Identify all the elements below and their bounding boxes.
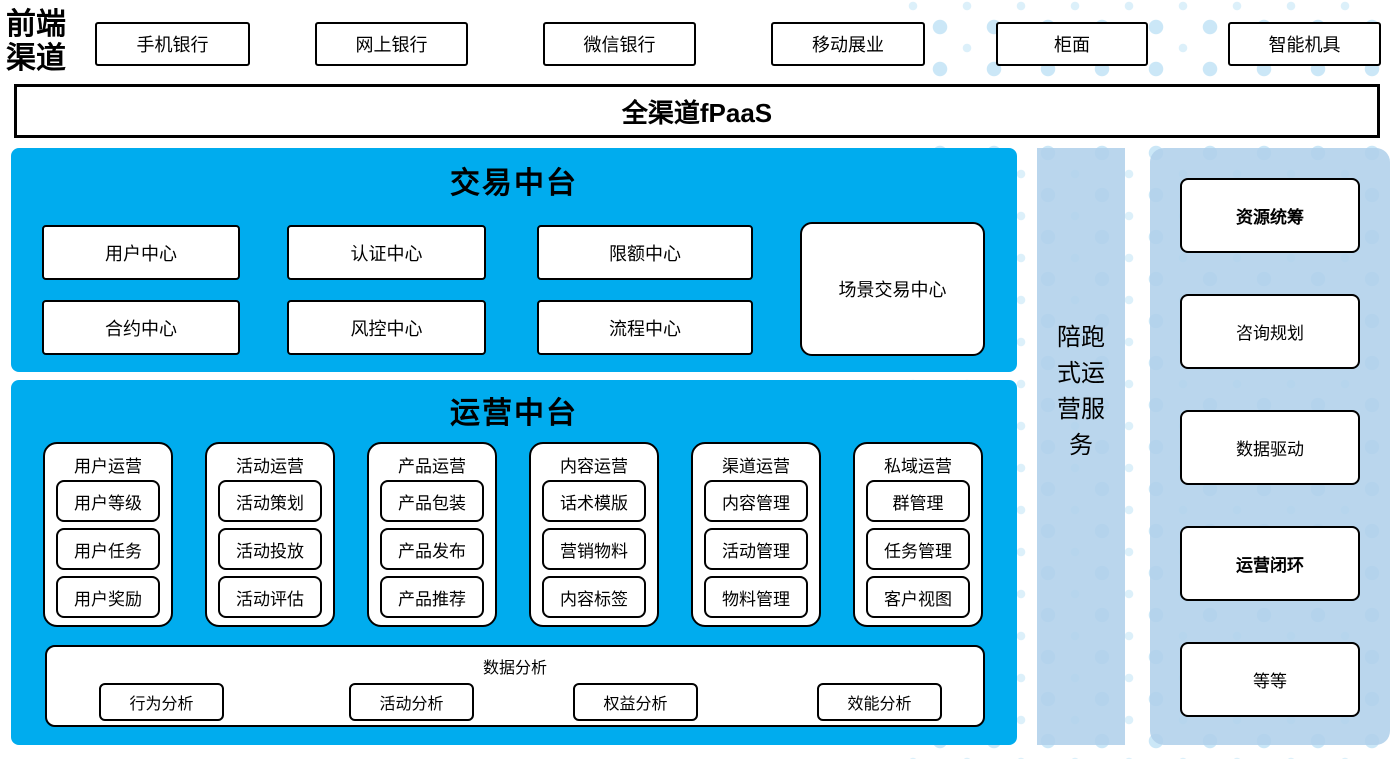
data-analysis-title: 数据分析: [482, 660, 547, 677]
center-box-auth: 认证中心: [287, 225, 486, 280]
center-box-scene-transaction: 场景交易中心: [800, 222, 985, 356]
ops-column-header: 渠道运营: [722, 457, 790, 476]
operations-platform-title: 运营中台: [450, 396, 578, 431]
analysis-item-rights: 权益分析: [573, 683, 698, 721]
transaction-platform-panel: 交易中台 用户中心 认证中心 限额中心 合约中心 风控中心 流程中心 场景交易中…: [11, 148, 1017, 372]
ops-column-header: 内容运营: [560, 457, 628, 476]
analysis-item-efficiency: 效能分析: [817, 683, 942, 721]
ops-column-private-domain: 私域运营 群管理 任务管理 客户视图: [853, 442, 983, 627]
ops-item: 用户等级: [56, 480, 160, 522]
ops-item: 话术模版: [542, 480, 646, 522]
ops-column-header: 产品运营: [398, 457, 466, 476]
ops-column-header: 用户运营: [74, 457, 142, 476]
center-box-process: 流程中心: [537, 300, 753, 355]
ops-column-user: 用户运营 用户等级 用户任务 用户奖励: [43, 442, 173, 627]
center-box-user: 用户中心: [42, 225, 240, 280]
center-box-risk: 风控中心: [287, 300, 486, 355]
ops-item: 活动策划: [218, 480, 322, 522]
channel-box-mobile-banking: 手机银行: [95, 22, 250, 66]
ops-column-content: 内容运营 话术模版 营销物料 内容标签: [529, 442, 659, 627]
analysis-item-behavior: 行为分析: [99, 683, 224, 721]
ops-column-product: 产品运营 产品包装 产品发布 产品推荐: [367, 442, 497, 627]
ops-item: 内容标签: [542, 576, 646, 618]
channel-box-smart-devices: 智能机具: [1228, 22, 1381, 66]
channel-box-online-banking: 网上银行: [315, 22, 468, 66]
ops-item: 内容管理: [704, 480, 808, 522]
center-box-limit: 限额中心: [537, 225, 753, 280]
ops-item: 产品包装: [380, 480, 484, 522]
right-item-etc: 等等: [1180, 642, 1360, 717]
center-box-contract: 合约中心: [42, 300, 240, 355]
right-item-consulting: 咨询规划: [1180, 294, 1360, 369]
transaction-platform-title: 交易中台: [450, 166, 578, 201]
fpaas-bar: 全渠道fPaaS: [14, 84, 1380, 138]
right-item-ops-loop: 运营闭环: [1180, 526, 1360, 601]
right-service-panel: 资源统筹 咨询规划 数据驱动 运营闭环 等等: [1150, 148, 1390, 745]
ops-item: 活动投放: [218, 528, 322, 570]
ops-item: 用户任务: [56, 528, 160, 570]
ops-item: 活动评估: [218, 576, 322, 618]
front-channels-label: 前端渠道: [6, 7, 66, 76]
channel-box-counter: 柜面: [996, 22, 1148, 66]
ops-item: 群管理: [866, 480, 970, 522]
ops-item: 产品发布: [380, 528, 484, 570]
side-service-bar: 陪跑式运营服务: [1037, 148, 1125, 745]
ops-item: 活动管理: [704, 528, 808, 570]
ops-item: 用户奖励: [56, 576, 160, 618]
ops-column-activity: 活动运营 活动策划 活动投放 活动评估: [205, 442, 335, 627]
right-item-resource-planning: 资源统筹: [1180, 178, 1360, 253]
ops-column-header: 私域运营: [884, 457, 952, 476]
channel-box-wechat-banking: 微信银行: [543, 22, 696, 66]
analysis-item-activity: 活动分析: [349, 683, 474, 721]
right-item-data-driven: 数据驱动: [1180, 410, 1360, 485]
ops-item: 物料管理: [704, 576, 808, 618]
ops-column-channel: 渠道运营 内容管理 活动管理 物料管理: [691, 442, 821, 627]
data-analysis-bar: 数据分析 行为分析 活动分析 权益分析 效能分析: [45, 645, 985, 727]
operations-platform-panel: 运营中台 用户运营 用户等级 用户任务 用户奖励 活动运营 活动策划 活动投放 …: [11, 380, 1017, 745]
ops-item: 产品推荐: [380, 576, 484, 618]
channel-box-mobile-marketing: 移动展业: [771, 22, 925, 66]
ops-column-header: 活动运营: [236, 457, 304, 476]
ops-item: 任务管理: [866, 528, 970, 570]
ops-item: 营销物料: [542, 528, 646, 570]
side-service-label: 陪跑式运营服务: [1057, 323, 1105, 459]
ops-item: 客户视图: [866, 576, 970, 618]
